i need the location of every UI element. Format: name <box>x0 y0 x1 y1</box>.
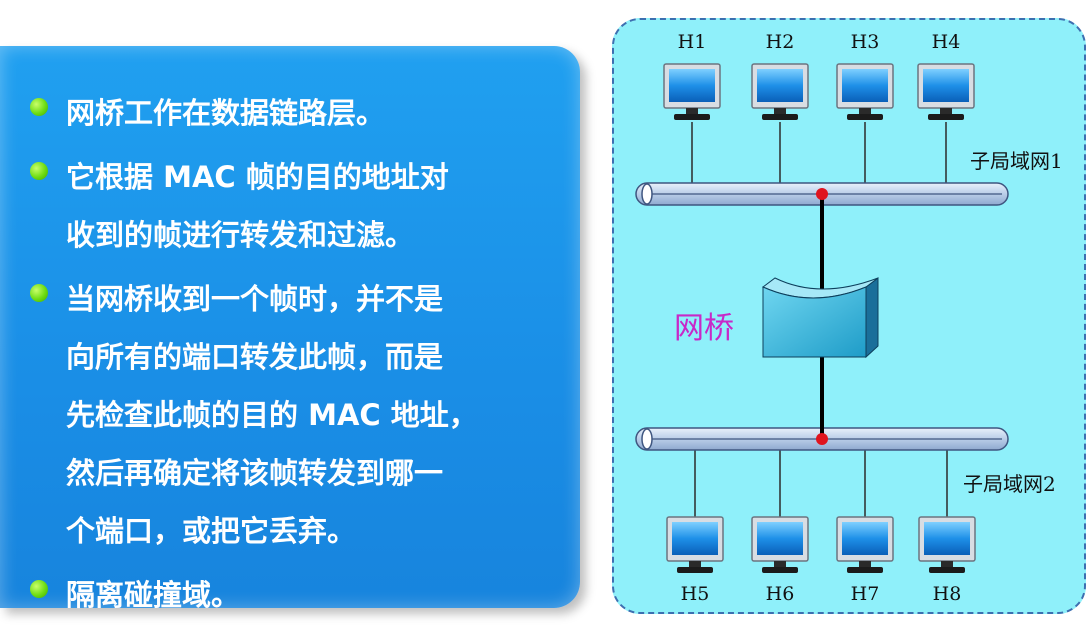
bullet-dot-icon <box>30 284 48 302</box>
bullet-dot-icon <box>30 98 48 116</box>
computer-icon <box>918 516 976 574</box>
host-label-h4: H4 <box>932 31 961 53</box>
bullet-text-line: 收到的帧进行转发和过滤。 <box>66 218 415 252</box>
host-label-h2: H2 <box>766 31 795 53</box>
bridge-network-diagram: 网桥 H1 H2 H3 H4 H5 H6 H7 H8 子局域网1 子局域网2 <box>635 31 1063 605</box>
bridge-icon <box>762 277 879 359</box>
lan1-junction-dot <box>816 188 828 200</box>
lan2-junction-dot <box>816 433 828 445</box>
computer-icon <box>836 63 894 121</box>
bridge-label: 网桥 <box>674 311 734 346</box>
computer-icon <box>751 63 809 121</box>
bullet-item: 当网桥收到一个帧时，并不是 向所有的端口转发此帧，而是 先检查此帧的目的 MAC… <box>30 270 478 560</box>
host-label-h3: H3 <box>851 31 880 53</box>
computer-icon <box>666 516 724 574</box>
bullet-item: 隔离碰撞域。 <box>30 566 478 624</box>
bullet-list: 网桥工作在数据链路层。 它根据 MAC 帧的目的地址对 收到的帧进行转发和过滤。… <box>30 84 478 630</box>
bullet-text-line: 当网桥收到一个帧时，并不是 <box>66 282 444 316</box>
host-label-h5: H5 <box>681 583 710 605</box>
bullet-text-line: 向所有的端口转发此帧，而是 <box>66 340 444 374</box>
lan1-label: 子局域网1 <box>970 149 1063 173</box>
bullet-dot-icon <box>30 580 48 598</box>
computer-icon <box>751 516 809 574</box>
bullet-text-line: 网桥工作在数据链路层。 <box>66 96 386 130</box>
bullet-item: 网桥工作在数据链路层。 <box>30 84 478 142</box>
host-label-h1: H1 <box>678 31 707 53</box>
bullet-text-line: 个端口，或把它丢弃。 <box>66 514 357 548</box>
lan2-label: 子局域网2 <box>963 472 1056 496</box>
computer-icon <box>917 63 975 121</box>
text-panel: 网桥工作在数据链路层。 它根据 MAC 帧的目的地址对 收到的帧进行转发和过滤。… <box>0 46 580 612</box>
host-label-h7: H7 <box>851 583 880 605</box>
lan2-drop-lines <box>694 440 948 520</box>
host-label-h6: H6 <box>766 583 795 605</box>
bullet-dot-icon <box>30 162 48 180</box>
bullet-text-line: 隔离碰撞域。 <box>66 578 241 612</box>
computer-icon <box>663 63 721 121</box>
bullet-text-line: 然后再确定将该帧转发到哪一 <box>66 456 444 490</box>
computer-icon <box>836 516 894 574</box>
bullet-text-line: 它根据 MAC 帧的目的地址对 <box>66 160 449 194</box>
host-label-h8: H8 <box>933 583 962 605</box>
bullet-item: 它根据 MAC 帧的目的地址对 收到的帧进行转发和过滤。 <box>30 148 478 264</box>
bullet-text-line: 先检查此帧的目的 MAC 地址， <box>66 398 478 432</box>
